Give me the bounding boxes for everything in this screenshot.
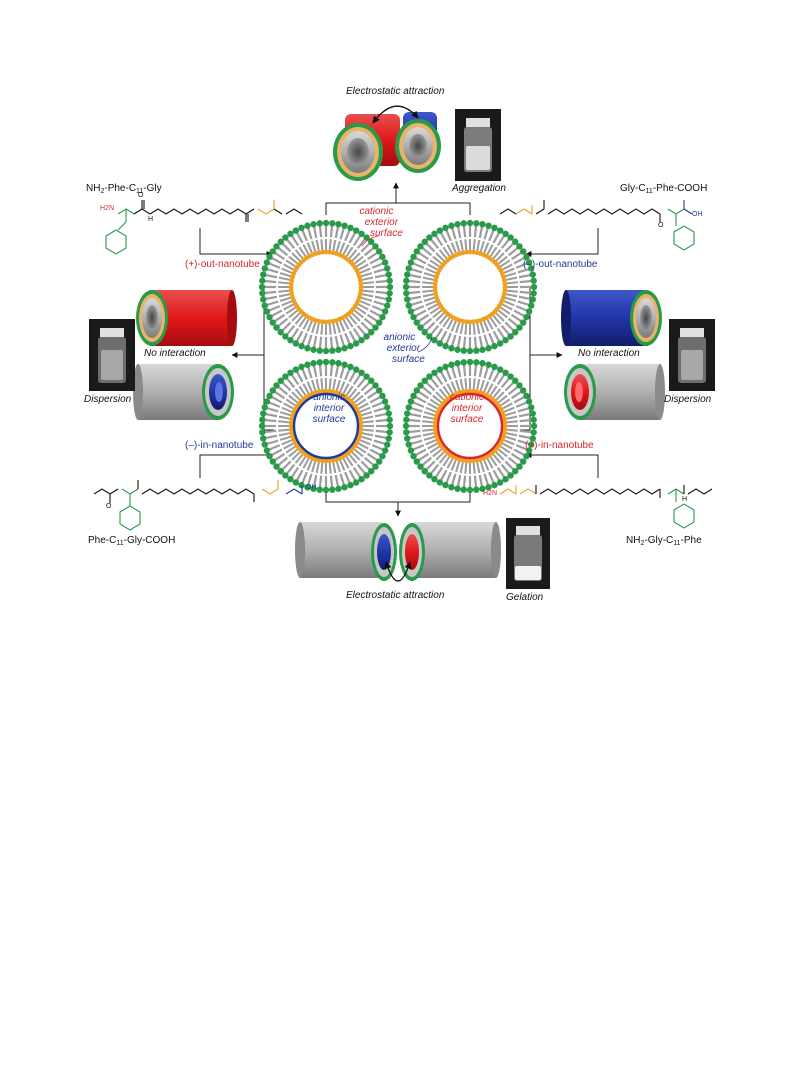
- nanotube-neg-in: [258, 358, 394, 494]
- atom-h-top-left: H: [148, 216, 154, 223]
- left-dispersion-label: Dispersion: [84, 394, 132, 405]
- left-blue-core-tube: [133, 364, 234, 420]
- nanotube-neg-out: [402, 219, 538, 355]
- aggregation-label: Aggregation: [452, 183, 506, 194]
- pos-out-nanotube-label: (+)-out-nanotube: [185, 259, 260, 270]
- left-red-tube: [136, 290, 237, 346]
- atom-o-bottom-left: O: [106, 503, 112, 510]
- vial-photo-gelation: [506, 518, 550, 589]
- chem-structure-bottom-right: [499, 485, 713, 529]
- chem-structure-bottom-left: [93, 480, 303, 531]
- atom-h-bottom-right: H: [682, 496, 688, 503]
- top-aggregation-tubes: [333, 112, 441, 181]
- top-attraction-arrow-back: [372, 105, 419, 124]
- atom-o-top-left: O: [138, 192, 144, 199]
- nanotube-pos-in: [402, 358, 538, 494]
- vial-photo-dispersion-left: [89, 319, 135, 391]
- atom-nh2-top-left: H2N: [100, 205, 115, 212]
- top-attraction-label: Electrostatic attraction: [346, 86, 445, 97]
- anionic-pointer-line: [417, 337, 433, 353]
- pos-in-nanotube-label: (+)-in-nanotube: [525, 440, 594, 451]
- atom-oh-bottom-left: OH: [306, 484, 317, 491]
- vial-photo-dispersion-right: [669, 319, 715, 391]
- nanotube-cross-sections: [258, 219, 538, 494]
- atom-o-top-right: O: [658, 222, 664, 229]
- molecule-label-top-right: Gly-C11-Phe-COOH: [620, 183, 708, 195]
- chem-structure-top-right: [499, 200, 695, 251]
- right-no-interaction-label: No interaction: [578, 348, 640, 359]
- vial-photo-aggregation: [455, 109, 501, 181]
- right-dispersion-label: Dispersion: [664, 394, 712, 405]
- gelation-label: Gelation: [506, 592, 544, 603]
- molecule-label-bottom-right: NH2-Gly-C11-Phe: [626, 535, 702, 547]
- bottom-gelation-tubes: [295, 522, 501, 581]
- atom-oh-top-right: OH: [692, 211, 703, 218]
- neg-out-nanotube-label: (–)-out-nanotube: [523, 259, 598, 270]
- right-blue-tube: [561, 290, 662, 346]
- neg-in-nanotube-label: (–)-in-nanotube: [185, 440, 254, 451]
- atom-nh2-bottom-right: H2N: [483, 490, 498, 497]
- bottom-attraction-label: Electrostatic attraction: [346, 590, 445, 601]
- left-no-interaction-label: No interaction: [144, 348, 206, 359]
- molecule-label-top-left: NH2-Phe-C11-Gly: [86, 183, 162, 195]
- nanotube-pos-out: [258, 219, 394, 355]
- bottom-attraction-arrow-back: [384, 561, 411, 582]
- right-red-core-tube: [564, 364, 665, 420]
- molecule-label-bottom-left: Phe-C11-Gly-COOH: [88, 535, 176, 547]
- cationic-pointer-line: [361, 235, 379, 247]
- chem-structure-top-left: [105, 200, 303, 255]
